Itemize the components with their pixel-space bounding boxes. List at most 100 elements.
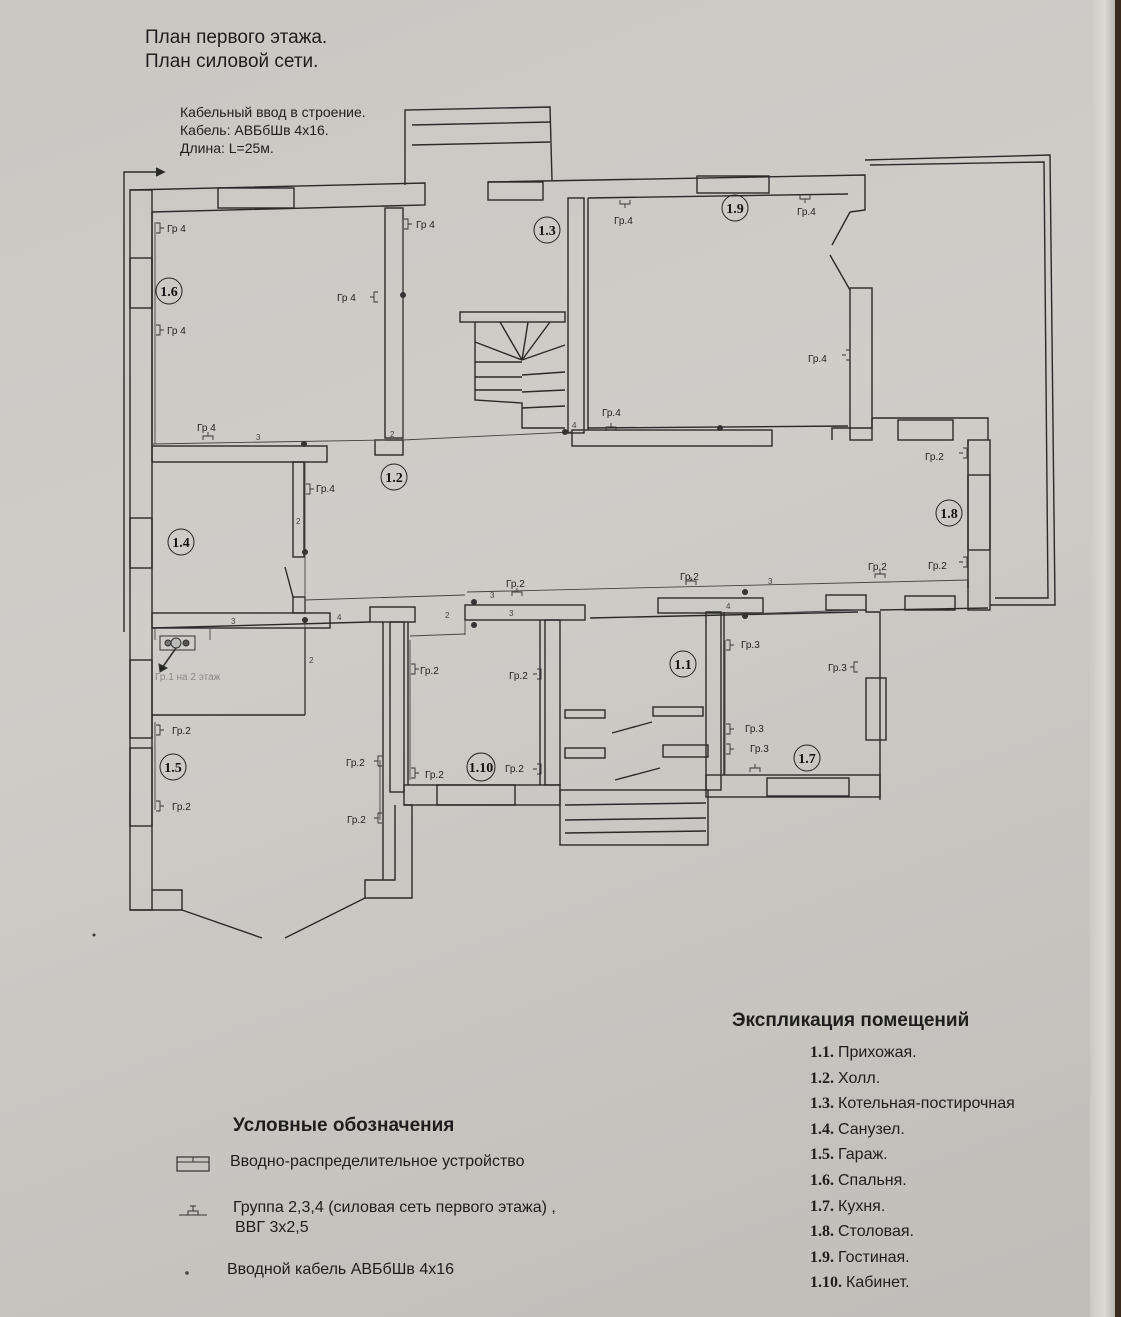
distribution-board bbox=[158, 635, 196, 673]
socket-icon bbox=[404, 218, 412, 230]
group-label: Гр.3 bbox=[828, 663, 847, 674]
room-marker-1-7 bbox=[793, 744, 821, 772]
wall-1-10-bottom bbox=[403, 784, 561, 806]
socket-icon bbox=[533, 668, 542, 680]
wall-1-9-bottom bbox=[571, 429, 773, 447]
room-id-1-3: 1.3 bbox=[538, 224, 556, 239]
cable-entry-line-1: Кабельный ввод в строение. bbox=[180, 104, 366, 120]
room-marker-1-8 bbox=[935, 499, 963, 527]
explication-item: 1.9.Гостиная. bbox=[810, 1245, 1015, 1271]
junction-dot bbox=[742, 589, 748, 595]
group-label: Гр.2 bbox=[505, 764, 524, 775]
cable-count: 3 bbox=[509, 609, 514, 618]
explication-item: 1.4.Санузел. bbox=[810, 1117, 1015, 1143]
room-name: Гараж. bbox=[838, 1146, 888, 1164]
socket-icon bbox=[306, 483, 314, 495]
socket-icon bbox=[850, 661, 858, 673]
socket-icon bbox=[156, 800, 164, 812]
junction-dot bbox=[742, 613, 748, 619]
explication-title: Экспликация помещений bbox=[732, 1010, 970, 1031]
room-explication: Экспликация помещений 1.1.Прихожая. 1.2.… bbox=[732, 1010, 1015, 1296]
cable-count: 4 bbox=[337, 613, 342, 622]
legend: Условные обозначения Вводно-распределите… bbox=[175, 1115, 715, 1283]
junction-dot bbox=[562, 429, 568, 435]
socket-icon bbox=[374, 755, 382, 767]
cable-count: 4 bbox=[572, 421, 577, 430]
paper-edge bbox=[1090, 0, 1115, 1317]
room-id-1-6: 1.6 bbox=[160, 285, 178, 300]
room-marker-1-2 bbox=[380, 463, 408, 491]
legend-text-cable: ВВГ 3х2,5 bbox=[235, 1219, 309, 1236]
group-label: Гр.2 bbox=[346, 758, 365, 769]
room-marker-1-6 bbox=[155, 277, 183, 305]
room-id-1-4: 1.4 bbox=[172, 536, 190, 551]
explication-item: 1.1.Прихожая. bbox=[810, 1040, 1015, 1066]
junction-dots bbox=[92, 292, 748, 937]
socket-icon bbox=[411, 663, 419, 675]
document-title: План первого этажа. План силовой сети. bbox=[145, 26, 327, 74]
arrow-head-icon bbox=[155, 167, 166, 177]
socket-icon bbox=[511, 588, 523, 596]
cable-entry-note: Кабельный ввод в строение. Кабель: АВБбШ… bbox=[180, 103, 366, 157]
room-name: Кухня. bbox=[838, 1197, 886, 1215]
room-number: 1.2. bbox=[810, 1069, 834, 1087]
cable-count: 3 bbox=[490, 591, 495, 600]
explication-item: 1.8.Столовая. bbox=[810, 1219, 1015, 1245]
room-name: Кабинет. bbox=[846, 1274, 910, 1292]
group-label: Гр.2 bbox=[509, 671, 528, 682]
legend-text: Группа 2,3,4 (силовая сеть первого этажа… bbox=[233, 1199, 556, 1216]
room-id-1-10: 1.10 bbox=[469, 761, 494, 776]
socket-icon bbox=[799, 195, 811, 203]
window-1-8-top bbox=[897, 419, 954, 441]
room-number: 1.1. bbox=[810, 1044, 834, 1061]
cable-entry-line-2: Кабель: АВБбШв 4х16. bbox=[180, 122, 329, 138]
group-label: Гр.4 bbox=[602, 408, 621, 419]
cable-count: 3 bbox=[231, 617, 236, 626]
group-label: Гр.4 bbox=[797, 207, 816, 218]
junction-dot bbox=[302, 617, 308, 623]
junction-dot bbox=[400, 292, 406, 298]
window-1-8-right bbox=[967, 474, 991, 551]
window-1-10 bbox=[436, 784, 516, 806]
window-top-1-6 bbox=[217, 187, 295, 209]
group-labels: Гр 4 Гр 4 Гр 4 Гр 4 Гр 4 Гр.4 Гр.4 Гр.4 … bbox=[167, 207, 947, 826]
group-label: Гр.2 bbox=[347, 815, 366, 826]
room-id-1-5: 1.5 bbox=[164, 761, 182, 776]
room-id-1-1: 1.1 bbox=[674, 658, 692, 673]
title-line-1: План первого этажа. bbox=[145, 27, 328, 48]
legend-item-socket-group: Группа 2,3,4 (силовая сеть первого этажа… bbox=[175, 1199, 715, 1243]
junction-dot bbox=[302, 549, 308, 555]
room-marker-1-1 bbox=[669, 650, 697, 678]
group-label: Гр.4 bbox=[316, 484, 335, 495]
wall-1-9-right bbox=[849, 287, 873, 441]
window-1-8-bottom bbox=[904, 595, 956, 611]
socket-icon bbox=[749, 764, 761, 772]
window-1-4 bbox=[129, 517, 153, 569]
gr1-upstairs-label: Гр.1 на 2 этаж bbox=[155, 672, 221, 683]
porch-top bbox=[404, 106, 553, 185]
junction-dot bbox=[717, 425, 723, 431]
explication-item: 1.10.Кабинет. bbox=[810, 1270, 1015, 1296]
socket-icon bbox=[959, 447, 968, 459]
wall-top-right bbox=[487, 174, 866, 213]
wall-1-1-right bbox=[705, 611, 722, 791]
group-label: Гр.2 bbox=[506, 579, 525, 590]
socket-icon bbox=[202, 432, 214, 440]
staircase bbox=[474, 322, 565, 429]
entry-steps bbox=[559, 789, 709, 846]
cable-count: 2 bbox=[390, 430, 395, 439]
room-number: 1.3. bbox=[810, 1095, 834, 1113]
wall-1-10-left bbox=[389, 621, 405, 793]
room-id-1-9: 1.9 bbox=[726, 202, 744, 217]
room-number: 1.9. bbox=[810, 1248, 834, 1266]
socket-icon bbox=[726, 639, 734, 651]
distribution-board-icon bbox=[176, 1156, 210, 1172]
room-name: Котельная-постирочная bbox=[838, 1095, 1015, 1113]
room-id-1-2: 1.2 bbox=[385, 471, 403, 486]
socket-icon bbox=[533, 763, 542, 775]
socket-icon bbox=[411, 767, 419, 779]
legend-item-input-cable: Вводной кабель АВБбШв 4х16 bbox=[175, 1261, 715, 1283]
legend-text: Вводно-распределительное устройство bbox=[230, 1153, 525, 1170]
wall-1-10-right bbox=[544, 619, 561, 786]
